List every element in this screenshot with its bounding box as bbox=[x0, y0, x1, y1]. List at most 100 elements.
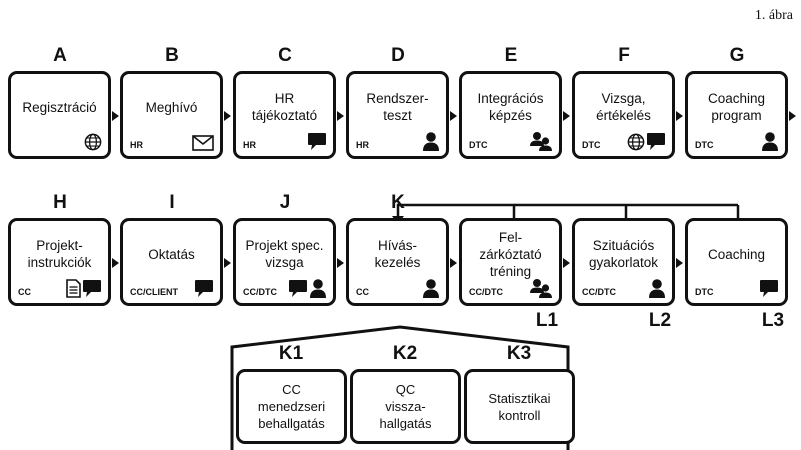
step-k-letter: K bbox=[391, 192, 405, 213]
step-b-letter: B bbox=[165, 45, 179, 66]
step-i-responsible-tag: CC/CLIENT bbox=[130, 287, 178, 297]
flow-arrow bbox=[450, 258, 457, 268]
step-a-icons bbox=[84, 133, 102, 151]
flow-arrow bbox=[337, 258, 344, 268]
step-g-icons bbox=[761, 131, 779, 151]
step-c-responsible-tag: HR bbox=[243, 140, 256, 150]
step-d-icons bbox=[422, 131, 440, 151]
envelope-icon bbox=[192, 135, 214, 151]
step-g-label: Coaching program bbox=[707, 91, 766, 123]
step-e-responsible-tag: DTC bbox=[469, 140, 488, 150]
step-c-letter: C bbox=[278, 45, 292, 66]
flow-arrow bbox=[563, 111, 570, 121]
step-l1-responsible-tag: CC/DTC bbox=[469, 287, 503, 297]
step-j-letter: J bbox=[279, 192, 291, 213]
step-l2-letter: L2 bbox=[648, 310, 672, 331]
flow-arrow bbox=[224, 111, 231, 121]
step-d-responsible-tag: HR bbox=[356, 140, 369, 150]
document-icon bbox=[66, 279, 81, 298]
step-l1-label: Fel- zárkóztató tréning bbox=[479, 229, 542, 279]
substep-k2-label: QC vissza- hallgatás bbox=[379, 382, 432, 431]
speech-bubble-icon bbox=[288, 279, 308, 298]
step-l3-responsible-tag: DTC bbox=[695, 287, 714, 297]
person-icon bbox=[648, 278, 666, 298]
step-d-letter: D bbox=[391, 45, 405, 66]
step-l3-letter: L3 bbox=[761, 310, 785, 331]
step-g-letter: G bbox=[729, 45, 745, 66]
speech-bubble-icon bbox=[307, 132, 327, 151]
flow-arrow bbox=[112, 111, 119, 121]
step-l2-icons bbox=[648, 278, 666, 298]
step-l1-icons bbox=[529, 278, 553, 298]
step-j-responsible-tag: CC/DTC bbox=[243, 287, 277, 297]
step-j-icons bbox=[288, 278, 327, 298]
step-f-label: Vizsga, értékelés bbox=[596, 91, 651, 123]
step-b-responsible-tag: HR bbox=[130, 140, 143, 150]
substep-k1-box: CC menedzseri behallgatás bbox=[236, 369, 347, 444]
step-l3-label: Coaching bbox=[707, 246, 766, 262]
globe-icon bbox=[84, 133, 102, 151]
substep-k3-box: Statisztikai kontroll bbox=[464, 369, 575, 444]
step-f-letter: F bbox=[618, 45, 630, 66]
step-a-label: Regisztráció bbox=[22, 99, 97, 115]
step-f-icons bbox=[627, 132, 666, 151]
speech-bubble-icon bbox=[82, 279, 102, 298]
step-k-responsible-tag: CC bbox=[356, 287, 369, 297]
step-a-letter: A bbox=[53, 45, 67, 66]
flow-arrow bbox=[337, 111, 344, 121]
step-a-box: Regisztráció bbox=[8, 71, 111, 159]
step-h-responsible-tag: CC bbox=[18, 287, 31, 297]
step-h-icons bbox=[66, 279, 102, 298]
step-i-letter: I bbox=[169, 192, 175, 213]
step-l2-label: Szituációs gyakorlatok bbox=[588, 238, 659, 270]
step-d-label: Rendszer- teszt bbox=[366, 91, 429, 123]
step-e-label: Integrációs képzés bbox=[477, 91, 544, 123]
group-icon bbox=[529, 131, 553, 151]
group-icon bbox=[529, 278, 553, 298]
step-b-label: Meghívó bbox=[145, 99, 198, 115]
speech-bubble-icon bbox=[646, 132, 666, 151]
step-f-responsible-tag: DTC bbox=[582, 140, 601, 150]
step-e-icons bbox=[529, 131, 553, 151]
flow-arrow bbox=[676, 111, 683, 121]
flow-arrow bbox=[224, 258, 231, 268]
step-l2-responsible-tag: CC/DTC bbox=[582, 287, 616, 297]
globe-icon bbox=[627, 133, 645, 151]
step-h-label: Projekt- instrukciók bbox=[27, 238, 92, 270]
substep-k1-letter: K1 bbox=[278, 343, 304, 364]
step-h-letter: H bbox=[53, 192, 67, 213]
step-j-label: Projekt spec. vizsga bbox=[245, 238, 324, 270]
flow-arrow bbox=[676, 258, 683, 268]
figure-label: 1. ábra bbox=[754, 8, 793, 23]
substep-k3-letter: K3 bbox=[506, 343, 532, 364]
flow-arrow bbox=[789, 111, 796, 121]
step-c-icons bbox=[307, 132, 327, 151]
step-l3-icons bbox=[759, 279, 779, 298]
step-k-icons bbox=[422, 278, 440, 298]
flow-arrow bbox=[563, 258, 570, 268]
substep-k1-label: CC menedzseri behallgatás bbox=[257, 382, 326, 431]
flow-arrow bbox=[450, 111, 457, 121]
step-i-label: Oktatás bbox=[148, 246, 195, 262]
person-icon bbox=[422, 278, 440, 298]
step-c-label: HR tájékoztató bbox=[251, 91, 318, 123]
person-icon bbox=[309, 278, 327, 298]
step-e-letter: E bbox=[504, 45, 518, 66]
substep-k2-box: QC vissza- hallgatás bbox=[350, 369, 461, 444]
flow-arrow bbox=[112, 258, 119, 268]
person-icon bbox=[761, 131, 779, 151]
person-icon bbox=[422, 131, 440, 151]
substep-k2-letter: K2 bbox=[392, 343, 418, 364]
step-g-responsible-tag: DTC bbox=[695, 140, 714, 150]
